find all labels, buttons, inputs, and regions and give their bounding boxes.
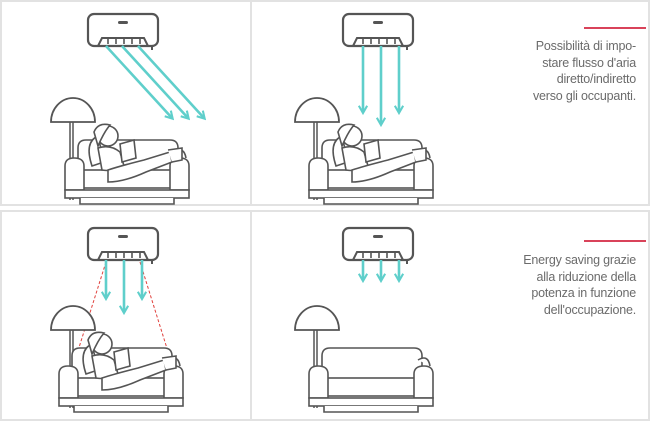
- empty-sofa-icon: [309, 348, 433, 412]
- airflow-arrows: [357, 260, 405, 284]
- airflow-arrows: [100, 260, 148, 316]
- caption-line: stare flusso d'aria: [542, 55, 636, 70]
- caption-line: diretto/indiretto: [556, 72, 636, 86]
- caption-line: Possibilità di impo-: [535, 39, 636, 53]
- accent-line: [584, 27, 646, 29]
- caption-airflow: Possibilità di impo- stare flusso d'aria…: [533, 38, 636, 104]
- air-conditioner-icon: [343, 228, 413, 264]
- caption-line: Energy saving grazie: [523, 253, 636, 267]
- accent-line: [584, 240, 646, 242]
- air-conditioner-icon: [88, 228, 158, 264]
- air-conditioner-icon: [343, 14, 413, 50]
- caption-line: potenza in funzione: [531, 286, 636, 300]
- caption-line: alla riduzione della: [536, 269, 636, 284]
- airflow-arrows: [105, 45, 207, 121]
- caption-energy-saving: Energy saving grazie alla riduzione dell…: [523, 252, 636, 318]
- caption-line: verso gli occupanti.: [532, 88, 636, 103]
- airflow-arrows: [357, 46, 405, 128]
- caption-line: dell'occupazione.: [543, 302, 636, 317]
- air-conditioner-icon: [88, 14, 158, 50]
